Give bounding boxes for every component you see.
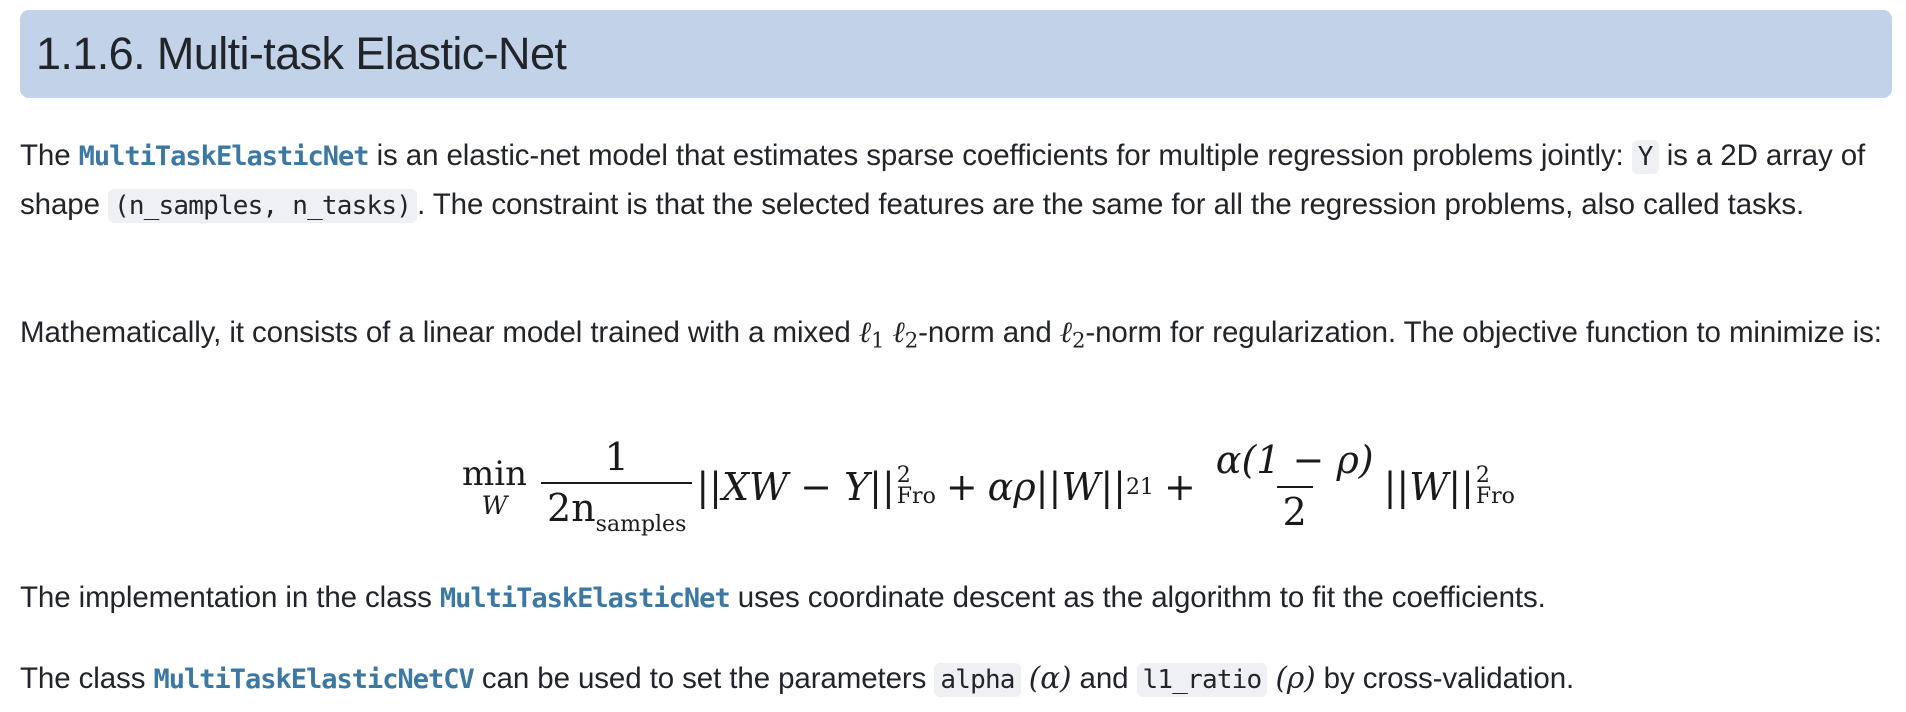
fraction-one-over-2n: 1 2nsamples	[541, 436, 693, 538]
ell-symbol: ℓ	[892, 315, 905, 349]
text: The class	[20, 662, 154, 695]
paragraph-intro: The MultiTaskElasticNet is an elastic-ne…	[20, 132, 1890, 230]
multitaskelasticnet-link[interactable]: MultiTaskElasticNet	[439, 583, 731, 614]
text: is an elastic-net model that estimates s…	[368, 139, 1632, 172]
text: -norm and	[918, 316, 1060, 349]
l21-term: αρ||W||	[987, 465, 1126, 509]
code-l1-ratio: l1_ratio	[1136, 663, 1268, 697]
text: The implementation in the class	[20, 581, 440, 614]
paragraph-math: Mathematically, it consists of a linear …	[20, 308, 1890, 365]
section-header: 1.1.6. Multi-task Elastic-Net	[20, 10, 1892, 98]
text: is a 2D array of shape	[20, 139, 1866, 221]
paragraph-cv: The class MultiTaskElasticNetCV can be u…	[20, 654, 1890, 704]
l21-subscript: 21	[1125, 474, 1154, 500]
text: by cross-validation.	[1315, 662, 1575, 695]
ell-symbol: ℓ	[1059, 315, 1072, 349]
code-y: Y	[1631, 140, 1659, 174]
weight-norm: ||W||	[1383, 465, 1474, 509]
ell-subscript-2: 2	[1071, 328, 1086, 354]
fraction-alpha-one-minus-rho: α(1 − ρ) 2	[1215, 438, 1374, 534]
min-operator: min W	[462, 453, 528, 520]
plus-sign: +	[1163, 465, 1196, 509]
plus-sign: +	[945, 465, 978, 509]
ell-symbol: ℓ	[858, 315, 871, 349]
denominator: 2n	[547, 486, 596, 531]
text: -norm for regularization. The objective …	[1085, 316, 1882, 349]
text: uses coordinate descent as the algorithm…	[729, 581, 1546, 614]
ell-subscript-1: 1	[870, 328, 885, 354]
residual-norm: ||XW − Y||	[696, 465, 895, 509]
samples-subscript: samples	[595, 512, 687, 538]
rho-symbol: (ρ)	[1275, 661, 1316, 695]
text: and	[1071, 662, 1137, 695]
code-shape: (n_samples, n_tasks)	[107, 189, 418, 223]
section-title: 1.1.6. Multi-task Elastic-Net	[36, 28, 567, 79]
text: . The constraint is that the selected fe…	[417, 188, 1805, 221]
paragraph-implementation: The implementation in the class MultiTas…	[20, 574, 1890, 623]
text: The	[20, 139, 79, 172]
multitaskelasticnetcv-link[interactable]: MultiTaskElasticNetCV	[153, 664, 474, 695]
multitaskelasticnet-link[interactable]: MultiTaskElasticNet	[78, 141, 370, 172]
alpha-symbol: (α)	[1028, 661, 1072, 695]
ell-subscript-2: 2	[904, 328, 919, 354]
text: Mathematically, it consists of a linear …	[20, 316, 859, 349]
text: can be used to set the parameters	[473, 662, 935, 695]
code-alpha: alpha	[934, 663, 1021, 697]
